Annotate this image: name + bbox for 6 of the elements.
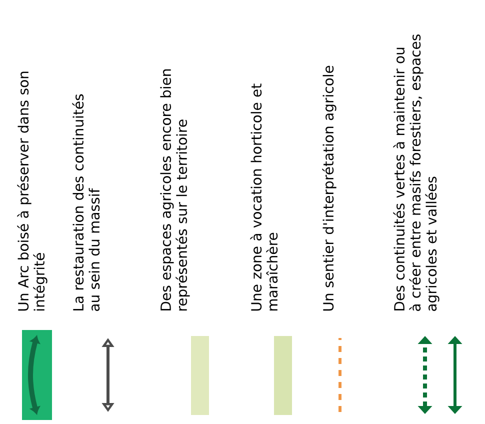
legend-label: Une zone à vocation horticole et maraîchère [250,84,278,311]
legend-label: Des continuités vertes à maintenir ou à créer entre masifs forestiers, espaces agricoles et vallées [393,34,440,311]
legend-label: La restauration des continuités au sein du massif [72,94,100,311]
legend-label: Un Arc boisé à préserver dans son intégrité [17,72,48,311]
legend-label: Des espaces agricoles encore bien représentés sur le territoire [160,69,190,311]
legend-label: Un sentier d'interprétation agricole [322,66,336,311]
